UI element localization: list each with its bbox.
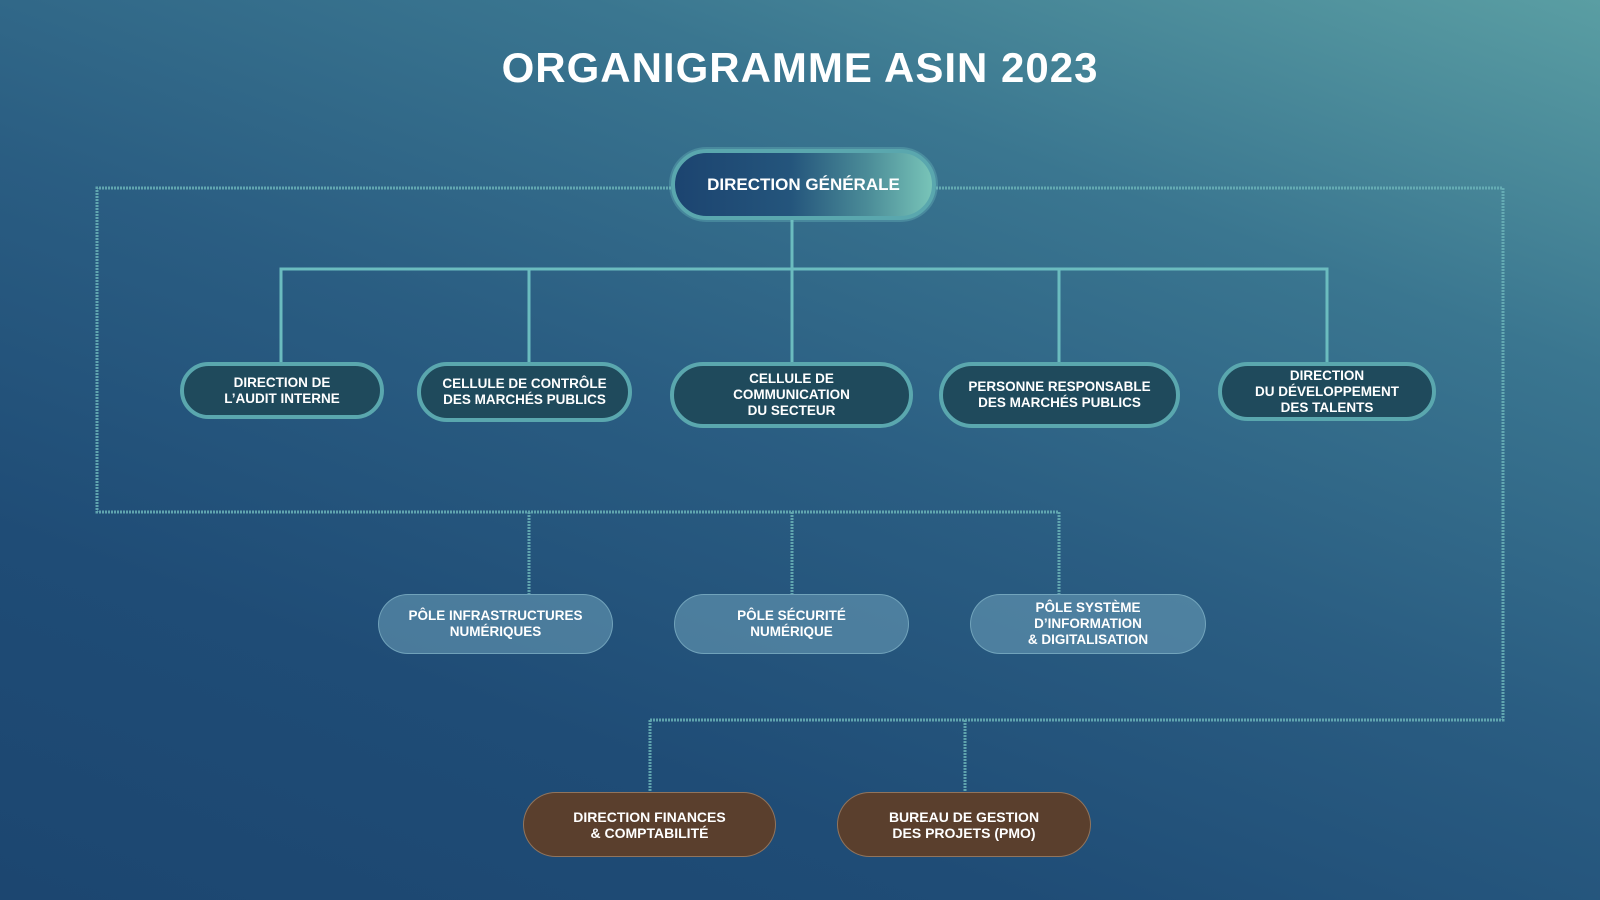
chart-title: ORGANIGRAMME ASIN 2023 [501, 44, 1099, 91]
node-communication[interactable]: CELLULE DE COMMUNICATION DU SECTEUR [670, 362, 913, 428]
dashed-connector-right [650, 186, 1505, 722]
node-pole-infrastructures[interactable]: PÔLE INFRASTRUCTURES NUMÉRIQUES [378, 594, 613, 654]
node-direction-generale[interactable]: DIRECTION GÉNÉRALE [671, 149, 936, 220]
node-pole-systeme-information[interactable]: PÔLE SYSTÈME D’INFORMATION & DIGITALISAT… [970, 594, 1206, 654]
node-controle-marches[interactable]: CELLULE DE CONTRÔLE DES MARCHÉS PUBLICS [417, 362, 632, 422]
node-developpement-talents[interactable]: DIRECTION DU DÉVELOPPEMENT DES TALENTS [1218, 362, 1436, 421]
solid-branch [279, 267, 1329, 362]
node-audit-interne[interactable]: DIRECTION DE L’AUDIT INTERNE [180, 362, 384, 419]
node-pole-securite[interactable]: PÔLE SÉCURITÉ NUMÉRIQUE [674, 594, 909, 654]
node-pmo[interactable]: BUREAU DE GESTION DES PROJETS (PMO) [837, 792, 1091, 857]
node-finances-comptabilite[interactable]: DIRECTION FINANCES & COMPTABILITÉ [523, 792, 776, 857]
node-responsable-marches[interactable]: PERSONNE RESPONSABLE DES MARCHÉS PUBLICS [939, 362, 1180, 428]
dashed-connector-left [95, 186, 1059, 514]
